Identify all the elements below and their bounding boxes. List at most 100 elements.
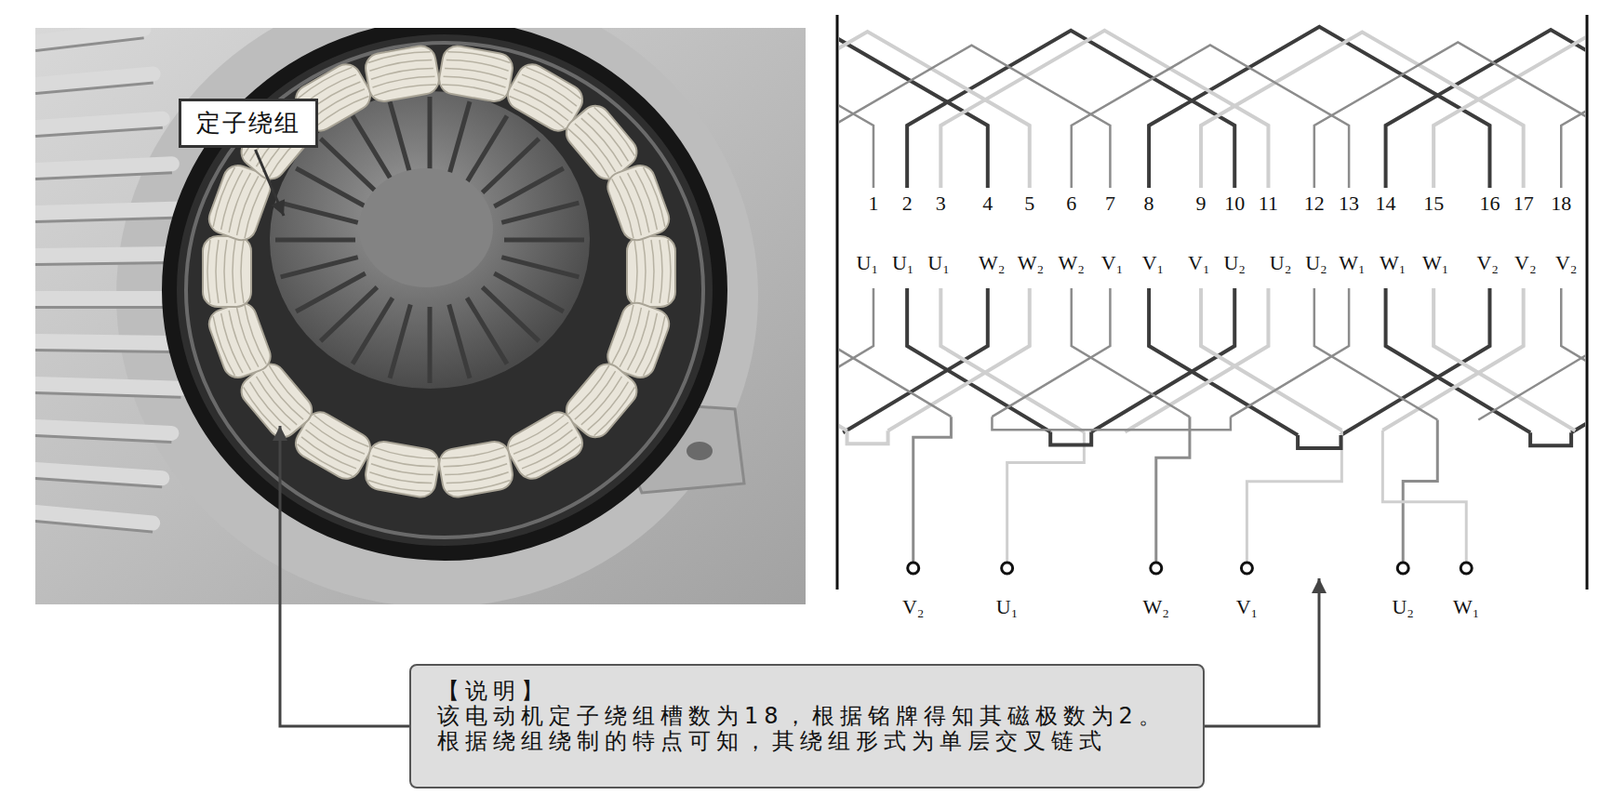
wire-strand [521,72,578,107]
phase-label: V₂ [1476,251,1499,276]
wire-strand [627,172,653,233]
wire-strand [253,376,297,427]
phase-label: W₂ [978,251,1005,276]
phase-label: V₁ [1101,251,1124,276]
ring-rim [186,42,704,538]
wire-strand [215,240,219,304]
winding-bundle [362,43,441,104]
stator-ring [169,27,720,554]
winding-bundle [437,43,516,104]
slot-number: 12 [1304,191,1325,216]
winding-tape [204,298,275,382]
core-slot [389,101,411,175]
terminal-lead [1156,416,1190,562]
housing-fin [35,163,173,171]
slot-number: 18 [1550,191,1572,216]
terminal-label: U₂ [1391,595,1414,620]
wire-strand [518,429,574,465]
coil-end [1200,31,1524,188]
wire-strand [312,93,369,129]
coil-jumper [1530,432,1572,446]
wire-strand [210,316,235,377]
wire-strand [234,174,259,236]
coil-end [839,31,1030,188]
wire-strand [232,240,236,304]
wire-strand [260,371,304,422]
terminal-dot [1001,562,1014,574]
leader-line [280,426,410,727]
lead-lines [847,416,1573,562]
arrow-head [1311,578,1327,594]
terminals [907,562,1473,574]
slot-number: 1 [867,191,879,216]
core-slot [449,305,470,379]
core-slot [501,202,579,223]
terminal-dot [1240,562,1253,574]
callout-text: 定子绕组 [196,106,301,140]
wire-strand [295,65,352,100]
wire-strand [441,447,505,462]
wire-strand [295,444,352,480]
coil-jumper [1297,435,1341,449]
terminal-lead [913,416,952,562]
coil-lead [1314,288,1438,420]
leader-line [1204,578,1320,727]
wire-strand [619,174,644,236]
wire-strand [241,305,267,366]
terminal-label: V₂ [902,595,925,620]
leader-lines [255,149,1328,727]
wire-strand [651,240,654,304]
wire-strand [373,447,437,462]
wire-strand [308,422,365,457]
terminal-dot [1460,562,1472,574]
wire-strand [612,177,637,239]
coil-lead [839,288,848,431]
terminal-dot [907,562,920,574]
wire-strand [210,166,235,227]
coil-jumper [847,430,889,444]
wire-strand [568,365,612,416]
arrow-head [272,426,288,441]
winding-bundle [202,236,252,307]
core-slot [449,101,470,175]
core-slot [427,306,433,384]
slot-number: 15 [1423,191,1444,216]
stator-photo [35,27,806,605]
wire-strand [373,81,437,96]
wire-strand [224,240,227,304]
wire-strand [643,316,668,377]
wire-strand [218,169,243,230]
winding-bundle [502,407,588,485]
terminal-lead [1402,419,1438,562]
winding-tape [362,43,441,104]
wire-strand [226,310,251,372]
wire-strand [513,86,570,121]
slot-number: 9 [1196,191,1207,216]
wire-strand [587,110,631,161]
wire-strand [581,376,625,427]
coil-lead [1560,288,1586,417]
callout-box: 定子绕组 [178,98,319,148]
coil-lead [1433,288,1575,431]
note-box: 【说明】该电动机定子绕组槽数为18，根据铭牌得知其磁极数为2。 根据绕组绕制的特… [409,664,1205,789]
terminal-label: W₁ [1453,595,1480,620]
coil-lead [1200,288,1342,431]
housing-fin [35,512,153,524]
wire-strand [627,310,653,372]
frame-line [1586,14,1589,590]
core-slot [493,168,563,207]
frame-line [836,14,840,590]
wire-strand [518,79,574,114]
terminal-label: W₂ [1143,595,1170,620]
phase-label: U₁ [856,251,880,276]
slot-number: 3 [935,191,947,216]
coil-jumper [1050,431,1092,445]
phase-label: W₁ [1338,251,1365,276]
coil-end [1560,45,1586,188]
winding-diagram [178,14,1600,590]
phase-label: W₁ [1422,251,1449,276]
slot-number: 5 [1024,191,1035,216]
core-slot [501,257,579,278]
coil-lead [839,288,874,420]
wire-strand [574,371,618,422]
